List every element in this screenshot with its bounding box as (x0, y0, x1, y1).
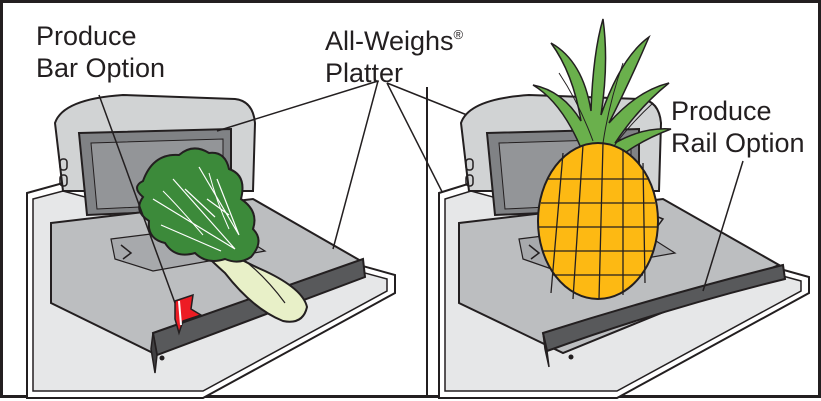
red-flag-icon (174, 293, 203, 336)
pineapple-icon (532, 18, 672, 300)
all-weighs-label-line2: Platter (325, 58, 404, 88)
all-weighs-label-line1: All-Weighs® (325, 19, 463, 57)
all-weighs-platter-label: All-Weighs® Platter (325, 19, 463, 89)
left-scanner-scale (26, 80, 472, 399)
produce-rail-option (541, 263, 787, 368)
produce-rail-label: Produce Rail Option (671, 95, 805, 159)
produce-bar-label-line1: Produce (36, 21, 137, 51)
produce-bar-leader (98, 94, 176, 304)
bok-choy-icon (136, 147, 309, 323)
produce-bar-label-line2: Bar Option (36, 53, 166, 83)
produce-bar-label: Produce Bar Option (36, 20, 165, 84)
registered-mark: ® (453, 27, 464, 42)
right-scanner-scale (438, 18, 810, 399)
scanner-illustration (26, 18, 810, 399)
panel-divider (426, 87, 428, 398)
produce-rail-leader (702, 160, 744, 292)
produce-rail-label-line2: Rail Option (671, 128, 805, 158)
produce-rail-label-line1: Produce (671, 96, 772, 126)
all-weighs-label-text: All-Weighs (325, 26, 454, 56)
